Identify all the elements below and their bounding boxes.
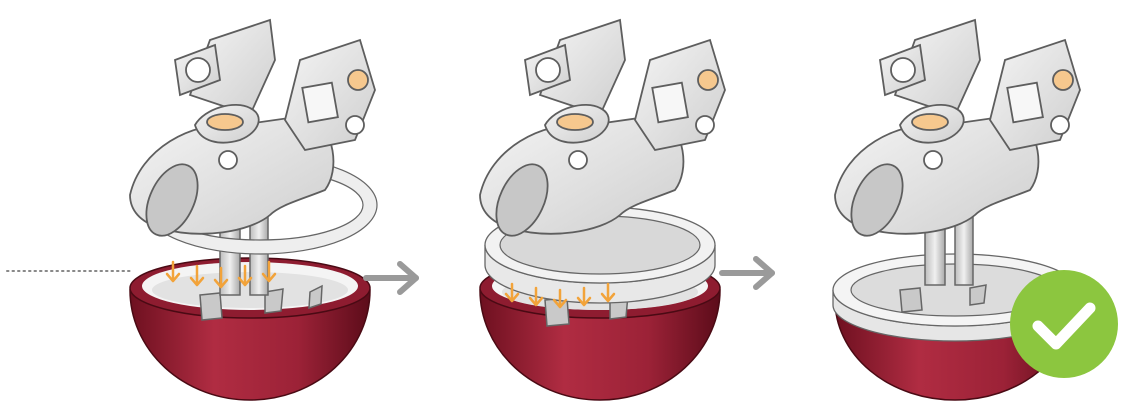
- step-1-illustration: [100, 0, 400, 405]
- step-2-illustration: [450, 0, 750, 405]
- eyepiece-arm: [480, 20, 725, 244]
- eyepiece-arm: [835, 20, 1080, 244]
- arrow-right-icon: [716, 253, 780, 293]
- checkmark-icon: [1008, 268, 1120, 380]
- arrow-right-icon: [360, 258, 424, 298]
- eyepiece-arm: [130, 20, 375, 244]
